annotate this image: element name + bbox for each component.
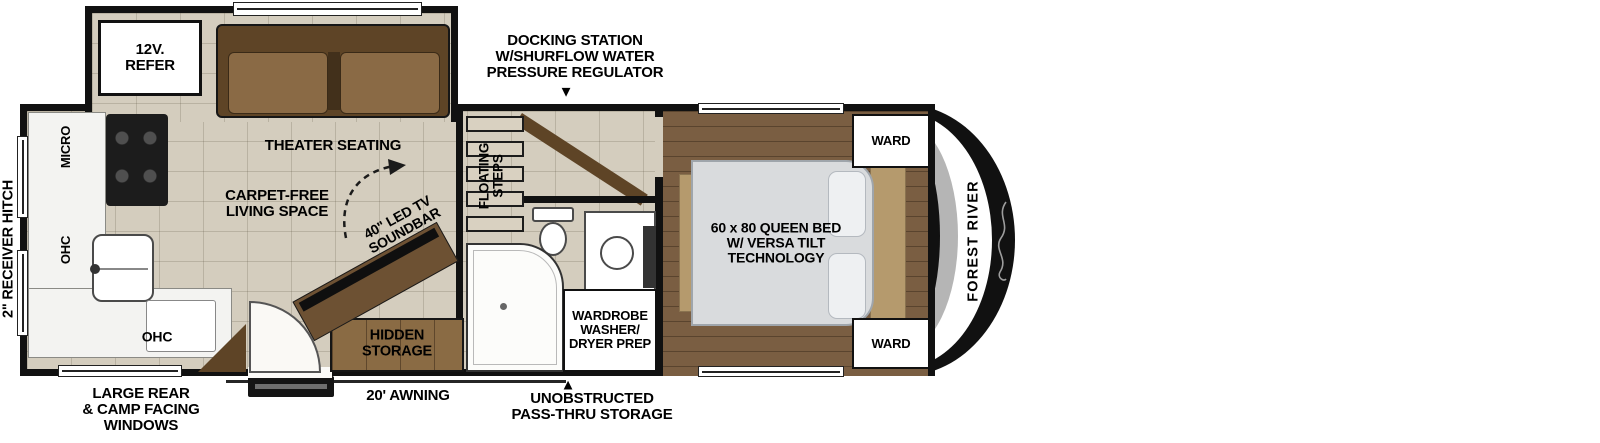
docking-station-label: DOCKING STATION W/SHURFLOW WATER PRESSUR…	[486, 31, 664, 82]
wardrobe-top	[852, 114, 930, 168]
bed-headboard	[870, 156, 906, 332]
window-pane	[21, 140, 24, 214]
theater-seating-label: THEATER SEATING	[264, 136, 402, 154]
floating-step	[466, 191, 524, 207]
ohc-bottom-label: OHC	[141, 328, 173, 345]
tv-swivel-arrow	[343, 159, 406, 239]
rear-windows-label: LARGE REAR & CAMP FACING WINDOWS	[82, 384, 200, 435]
shower-drain	[500, 303, 507, 310]
camp-side-window	[58, 365, 182, 377]
bedroom-window-top	[698, 103, 844, 114]
hidden-storage-label: HIDDEN STORAGE	[361, 327, 433, 359]
entry-door-swing	[249, 300, 322, 373]
wardrobe-bottom	[852, 318, 930, 369]
vanity-mirror	[643, 226, 656, 288]
window-pane	[62, 370, 178, 372]
pass-thru-arrow: ▲	[560, 376, 576, 394]
window-pane	[702, 370, 840, 373]
refrigerator	[98, 20, 202, 96]
pass-thru-label: UNOBSTRUCTED PASS-THRU STORAGE	[511, 389, 673, 423]
theater-center-console	[328, 52, 340, 110]
window-pane	[21, 254, 24, 332]
shower	[466, 243, 564, 372]
bath-partition-wall	[523, 196, 660, 203]
window-pane	[702, 107, 840, 110]
refrigerator-label: 12V. REFER	[125, 40, 175, 74]
floating-step	[466, 141, 524, 157]
floating-step	[466, 216, 524, 232]
awning-line	[226, 380, 566, 383]
kitchen-sink	[90, 234, 154, 302]
kitchen-appliance	[146, 300, 216, 352]
ward-bottom-label: WARD	[871, 336, 911, 352]
bedroom-window-bottom	[698, 366, 844, 377]
wardrobe-washer-dryer-prep	[563, 289, 657, 372]
shower-glass	[473, 250, 557, 365]
theater-seating	[216, 24, 450, 118]
queen-bed-label: 60 x 80 QUEEN BED W/ VERSA TILT TECHNOLO…	[710, 219, 842, 266]
sink-faucet	[90, 264, 100, 274]
brand-label: FOREST RIVER	[965, 180, 982, 302]
theater-seat-right	[340, 52, 440, 114]
living-bath-wall	[456, 111, 463, 376]
sink-divider	[98, 268, 148, 270]
entry-step	[248, 376, 334, 397]
carpet-free-label: CARPET-FREE LIVING SPACE	[225, 186, 329, 220]
bed-pillow-bottom	[828, 253, 866, 319]
wardrobe-wd-label: WARDROBE WASHER/ DRYER PREP	[568, 308, 652, 351]
docking-station-arrow: ▼	[558, 83, 574, 101]
hidden-storage	[330, 318, 464, 372]
brand-script-decoration	[997, 201, 1007, 281]
rear-wall-window-upper	[17, 136, 28, 218]
bed-pillow-top	[828, 171, 866, 237]
bedroom-door-opening	[655, 117, 663, 177]
ohc-left-label: OHC	[58, 235, 74, 265]
entry-step-tread	[255, 384, 327, 389]
window-pane	[237, 8, 418, 10]
vanity-sink	[600, 236, 634, 270]
ward-top-label: WARD	[871, 133, 911, 149]
awning-label: 20' AWNING	[366, 386, 450, 404]
receiver-hitch-label: 2" RECEIVER HITCH	[0, 179, 17, 319]
toilet-tank	[532, 207, 574, 222]
slide-out-window	[233, 2, 422, 16]
theater-seat-left	[228, 52, 328, 114]
floating-step	[466, 166, 524, 182]
bedroom-wall	[655, 111, 663, 376]
microwave-label: MICRO	[58, 125, 74, 169]
floating-step	[466, 116, 524, 132]
range-cooktop	[106, 114, 168, 206]
floating-steps-label: FLOATING STEPS	[476, 142, 506, 210]
rear-wall-window-lower	[17, 250, 28, 336]
